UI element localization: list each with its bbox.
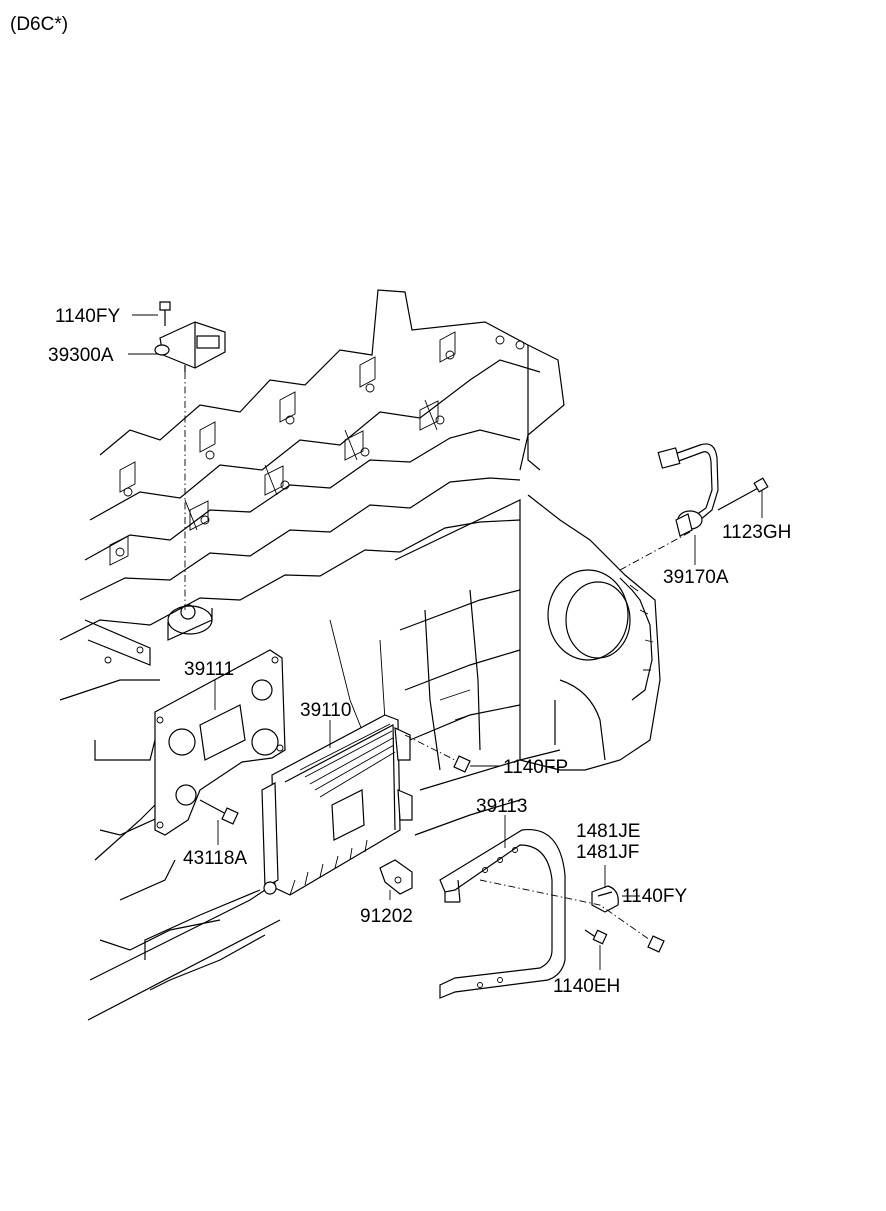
label-1481JF: 1481JF	[576, 842, 639, 863]
label-1123GH: 1123GH	[722, 522, 791, 543]
label-39113: 39113	[476, 796, 527, 817]
bolt-43118A	[199, 799, 239, 825]
label-39300A: 39300A	[48, 345, 114, 366]
label-1481JE: 1481JE	[576, 821, 640, 842]
bolt-1123GH	[717, 477, 769, 511]
label-1140FY-right: 1140FY	[622, 886, 687, 907]
label-1140FP: 1140FP	[503, 757, 568, 778]
bracket-39111	[154, 649, 286, 836]
bolt-1140FY-right	[647, 935, 665, 953]
leader-lines	[128, 314, 763, 970]
bolt-1140EH	[584, 929, 608, 945]
bracket-39113	[439, 828, 566, 999]
label-39110: 39110	[300, 700, 351, 721]
sensor-39300A	[154, 321, 226, 372]
label-1140FY-top: 1140FY	[55, 306, 120, 327]
engine-block-outline	[59, 289, 661, 1021]
model-code: (D6C*)	[10, 14, 68, 35]
ecu-39110	[261, 714, 413, 896]
clamp-1481JE-1481JF	[591, 885, 619, 913]
label-39170A: 39170A	[663, 567, 729, 588]
bracket-91202	[379, 859, 413, 895]
label-1140EH: 1140EH	[553, 976, 620, 997]
label-91202: 91202	[360, 906, 413, 927]
label-43118A: 43118A	[183, 848, 247, 869]
speed-sensor-center-line	[619, 531, 691, 571]
sensor-39170A	[657, 443, 719, 537]
clamp-center-line	[479, 879, 651, 941]
bolt-1140FY-top	[159, 301, 171, 326]
bolt-1140FP	[404, 734, 471, 773]
label-39111: 39111	[184, 659, 234, 680]
